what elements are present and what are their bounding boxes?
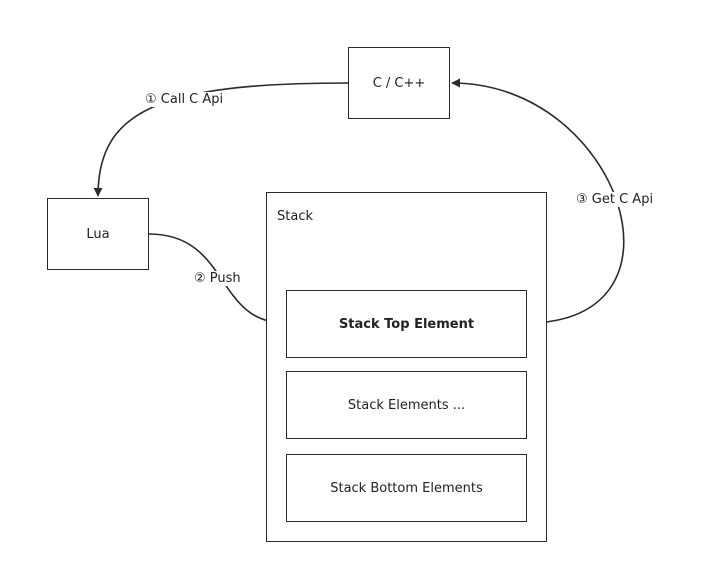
stack-top-element-label: Stack Top Element bbox=[338, 316, 475, 332]
edge-label-push: ② Push bbox=[192, 271, 243, 286]
edge-label-get-c-api: ③ Get C Api bbox=[574, 192, 656, 207]
stack-middle-elements: Stack Elements ... bbox=[286, 371, 527, 439]
cpp-node: C / C++ bbox=[348, 47, 450, 119]
stack-bottom-elements: Stack Bottom Elements bbox=[286, 454, 527, 522]
stack-bottom-elements-label: Stack Bottom Elements bbox=[330, 480, 483, 496]
lua-node: Lua bbox=[47, 198, 149, 270]
lua-node-label: Lua bbox=[86, 226, 110, 242]
edge-call-c-api bbox=[93, 82, 349, 197]
stack-top-element: Stack Top Element bbox=[286, 290, 527, 358]
cpp-node-label: C / C++ bbox=[372, 75, 426, 91]
edge-label-call-c-api: ① Call C Api bbox=[143, 92, 226, 107]
stack-middle-elements-label: Stack Elements ... bbox=[347, 397, 466, 413]
stack-title: Stack bbox=[277, 209, 313, 224]
